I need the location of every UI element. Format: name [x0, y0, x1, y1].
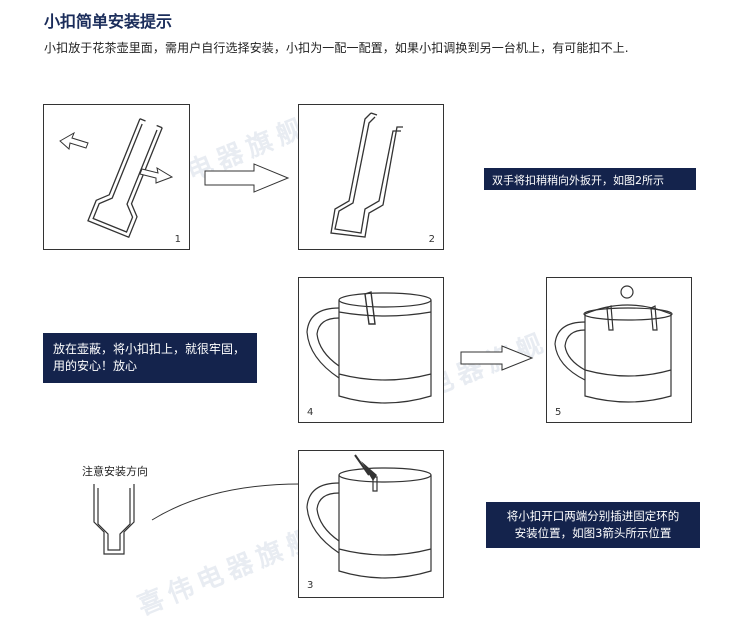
arrow-right-icon: [204, 163, 290, 193]
page-subtitle: 小扣放于花茶壶里面，需用户自行选择安装，小扣为一配一配置，如果小扣调换到另一台机…: [44, 41, 629, 55]
clip-opened-illustration: [330, 112, 403, 238]
clip-spread-illustration: [59, 118, 174, 239]
step-3-panel: 3: [298, 450, 444, 598]
step-1-panel: 1: [43, 104, 190, 250]
note-spread-clip: 双手将扣稍稍向外扳开，如图2所示: [484, 168, 696, 190]
note-secure-clip: 放在壶蔽，将小扣扣上，就很牢固， 用的安心！放心: [43, 333, 257, 383]
direction-label: 注意安装方向: [82, 465, 148, 478]
step-5-panel: 5: [546, 277, 692, 423]
step-number: 5: [555, 407, 562, 418]
step-2-panel: 2: [298, 104, 444, 250]
step-4-panel: 4: [298, 277, 444, 423]
page-title: 小扣简单安装提示: [44, 12, 173, 31]
teapot-clip-insert-illustration: [306, 454, 432, 579]
step-number: 1: [174, 234, 181, 245]
step-number: 4: [307, 407, 314, 418]
teapot-lid-closed-illustration: [554, 285, 673, 403]
step-number: 3: [307, 580, 314, 591]
note-insert-clip: 将小扣开口两端分别插进固定环的 安装位置，如图3箭头所示位置: [486, 502, 700, 548]
teapot-clip-top-illustration: [306, 291, 432, 404]
step-number: 2: [428, 234, 435, 245]
clip-direction-illustration: [93, 484, 135, 555]
arrow-right-icon: [460, 345, 534, 371]
